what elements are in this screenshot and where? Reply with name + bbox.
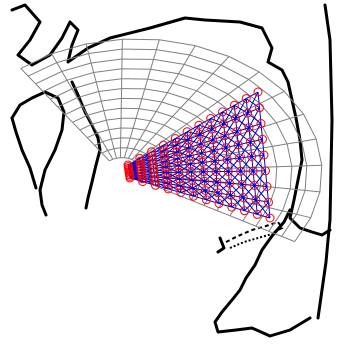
mesh-edge-217	[204, 172, 205, 181]
mesh-edge-151	[179, 172, 180, 179]
mesh-edge-366	[263, 139, 265, 155]
mesh-edge-367	[264, 155, 266, 171]
mesh-edge-354	[255, 185, 268, 186]
mesh-edge-313	[240, 157, 252, 159]
mesh-edge-139	[177, 152, 178, 159]
mesh-edge-364	[260, 108, 262, 124]
mesh-edge-337	[249, 128, 250, 142]
mesh-edge-300	[236, 119, 237, 132]
left-inner-contour	[12, 92, 64, 215]
mesh-edge-345	[252, 157, 253, 172]
mesh-edge-321	[242, 184, 255, 185]
mesh-edge-312	[240, 158, 241, 171]
mesh-edge-209	[202, 153, 203, 162]
mesh-edge-346	[252, 155, 264, 157]
mesh-edge-135	[176, 145, 177, 152]
mesh-edge-363	[258, 92, 260, 108]
mesh-edge-114	[166, 167, 167, 173]
mesh-edge-242	[214, 150, 215, 161]
mesh-edge-205	[201, 144, 202, 153]
mesh-edge-143	[177, 159, 178, 166]
mesh-edge-333	[248, 113, 249, 128]
mesh-edge-369	[267, 187, 269, 203]
mesh-edge-349	[253, 171, 254, 185]
mesh-edge-110	[165, 162, 166, 168]
mesh-edge-368	[266, 171, 268, 187]
mesh-edge-280	[227, 158, 239, 160]
mesh-edge-341	[250, 142, 251, 157]
mesh-edge-102	[164, 151, 165, 156]
mesh-edge-279	[227, 160, 228, 172]
mesh-edge-234	[212, 129, 213, 140]
mesh-edge-213	[203, 163, 204, 172]
mesh-edge-99	[164, 145, 165, 151]
mesh-edge-155	[180, 179, 181, 186]
mesh-edge-330	[246, 99, 247, 114]
left-lower-contour	[12, 118, 36, 188]
mesh-edge-283	[228, 171, 229, 183]
mesh-edge-147	[178, 166, 179, 173]
mesh-edge-118	[166, 173, 167, 179]
mesh-edge-106	[165, 156, 166, 162]
lower-left-small-contour	[218, 238, 224, 252]
mesh-edge-308	[238, 145, 239, 158]
mesh-edge-238	[213, 140, 214, 151]
mesh-edge-221	[205, 181, 206, 190]
mesh-edge-267	[224, 124, 225, 136]
mesh-edge-316	[241, 171, 242, 184]
grid-spoke-6	[132, 57, 229, 160]
mesh-edge-297	[234, 105, 235, 118]
mesh-edge-254	[217, 182, 218, 193]
right-side-contour	[318, 5, 332, 318]
mesh-edge-132	[175, 139, 176, 146]
upper-outer-contour	[12, 5, 330, 235]
mesh-edge-304	[237, 132, 238, 145]
